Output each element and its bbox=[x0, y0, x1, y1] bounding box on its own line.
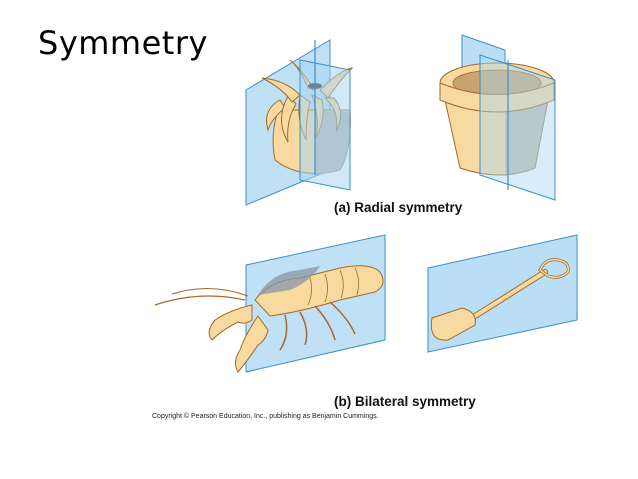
crayfish-figure bbox=[154, 234, 386, 373]
shovel-blade bbox=[430, 307, 476, 341]
shovel-figure bbox=[427, 234, 578, 353]
sea-anemone-figure bbox=[245, 39, 354, 206]
bilateral-symmetry-caption: (b) Bilateral symmetry bbox=[334, 394, 476, 409]
copyright-notice: Copyright © Pearson Education, Inc., pub… bbox=[152, 413, 379, 420]
radial-symmetry-caption: (a) Radial symmetry bbox=[334, 200, 463, 215]
symmetry-plane bbox=[479, 54, 556, 201]
flower-pot-figure bbox=[439, 34, 556, 201]
symmetry-plane bbox=[299, 59, 351, 191]
claw bbox=[234, 315, 269, 373]
claw bbox=[208, 304, 253, 341]
page-title: Symmetry bbox=[38, 24, 208, 62]
